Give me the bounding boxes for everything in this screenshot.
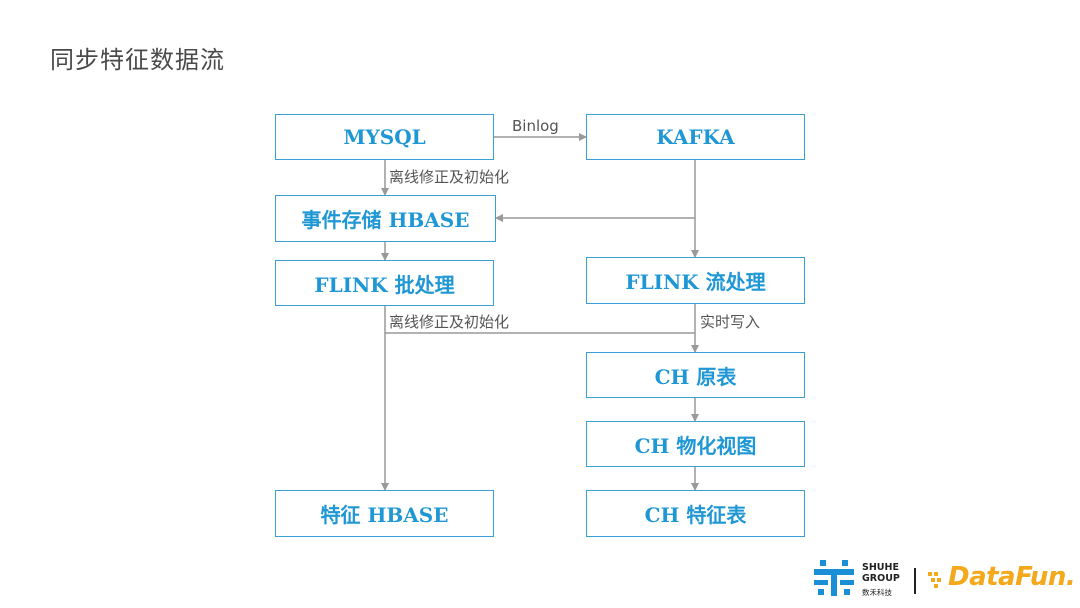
node-ch-materialized-view: CH 物化视图 <box>586 421 805 467</box>
edge-label-offline-fix-1: 离线修正及初始化 <box>389 168 510 186</box>
node-kafka: KAFKA <box>586 114 805 160</box>
node-event-store-hbase: 事件存储 HBASE <box>275 195 496 242</box>
footer-logos: SHUHE GROUP 数禾科技 DataFun. <box>814 556 1076 600</box>
shuhe-logo-icon <box>814 560 854 596</box>
node-ch-raw-table: CH 原表 <box>586 352 805 398</box>
node-ch-feature-table: CH 特征表 <box>586 490 805 537</box>
edge-label-offline-fix-2: 离线修正及初始化 <box>389 313 510 331</box>
shuhe-cn-name: 数禾科技 <box>862 588 892 597</box>
node-flink-batch: FLINK 批处理 <box>275 260 494 306</box>
node-flink-stream: FLINK 流处理 <box>586 257 805 304</box>
node-feature-hbase: 特征 HBASE <box>275 490 494 537</box>
shuhe-wordmark: SHUHE GROUP <box>862 562 900 584</box>
edge-label-realtime-write: 实时写入 <box>700 313 761 331</box>
edge-label-binlog: Binlog <box>512 117 559 135</box>
logo-divider <box>914 568 916 594</box>
node-mysql: MYSQL <box>275 114 494 160</box>
page-title: 同步特征数据流 <box>50 46 225 74</box>
datafun-wordmark: DataFun. <box>948 562 1076 592</box>
shuhe-line2: GROUP <box>862 573 900 584</box>
datafun-dots-icon <box>928 572 941 588</box>
shuhe-line1: SHUHE <box>862 562 899 573</box>
